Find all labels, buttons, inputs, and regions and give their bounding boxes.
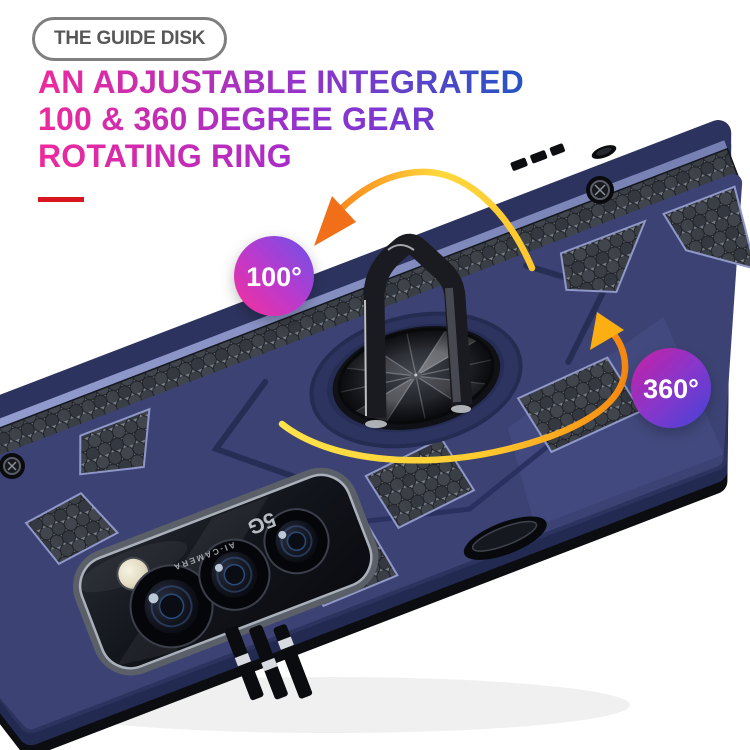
corner-rivet-left [0,453,25,479]
camera-lens-3 [263,508,330,575]
armor-groove-left [211,378,306,483]
angle-badge-360: 360° [631,348,711,428]
arrowhead-100 [314,196,356,246]
guide-disk-badge: THE GUIDE DISK [32,17,228,61]
side-cutout [463,516,547,560]
case-body: 5G AI-CAMERA [0,119,750,734]
grip-stripes [224,624,313,701]
honeycomb-panel [79,407,151,476]
honeycomb-panel [559,219,647,294]
honeycomb-panel [24,492,120,566]
side-buttons [510,143,565,171]
angle-badge-100: 100° [234,236,314,316]
camera-lens-2 [198,538,271,611]
rotation-arrow-360 [278,312,629,464]
angle-badge-360-label: 360° [643,374,699,404]
camera-lens-1 [129,564,214,649]
rotation-arrow-100 [314,168,536,272]
side-port [591,145,617,159]
headline-line-3: ROTATING RING [38,138,292,174]
headline-line-1: AN ADJUSTABLE INTEGRATED [38,64,524,100]
camera-module: 5G AI-CAMERA [72,467,379,676]
ring-stand-arch [363,233,473,428]
corner-rivet-top [586,176,614,204]
phone-case: 5G AI-CAMERA [0,119,750,750]
headline: AN ADJUSTABLE INTEGRATED 100 & 360 DEGRE… [38,64,524,175]
honeycomb-panel [662,185,750,271]
headline-line-2: 100 & 360 DEGREE GEAR [38,101,436,137]
headline-underline [38,197,84,202]
angle-badge-100-label: 100° [246,262,302,292]
arrowhead-360 [590,312,624,350]
armor-groove-bottom [338,424,575,527]
